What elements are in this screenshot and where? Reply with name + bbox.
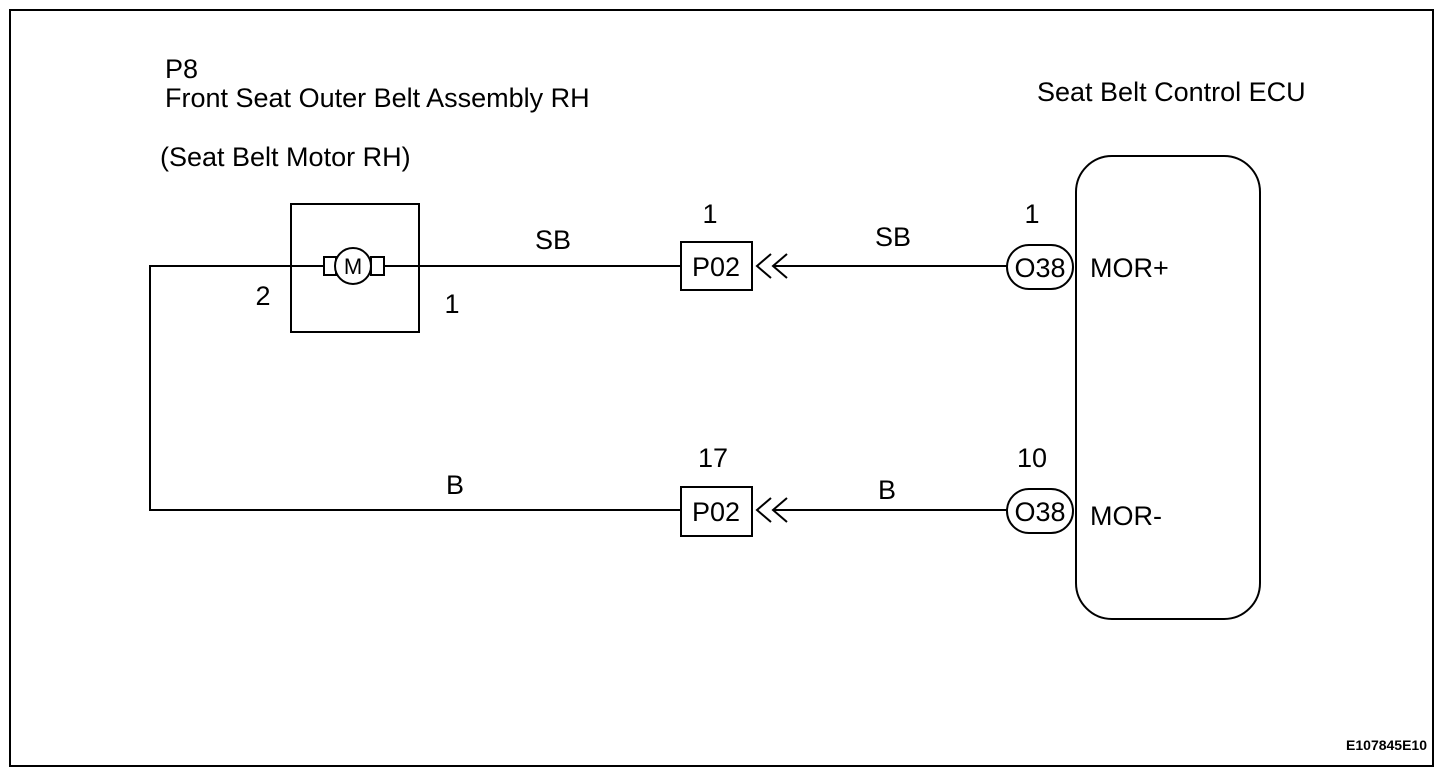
motor-box bbox=[290, 203, 420, 333]
chevron-1 bbox=[755, 497, 772, 523]
double-chevron-icon bbox=[755, 253, 788, 279]
diagram-frame bbox=[9, 9, 1434, 767]
junction-pin-number: 1 bbox=[702, 199, 717, 229]
wire-mor-minus bbox=[149, 265, 1007, 511]
ecu-connector-pill bbox=[1006, 244, 1074, 290]
seat-belt-control-ecu: 1 O38 MOR+ 10 O38 MOR- bbox=[1006, 155, 1261, 620]
ecu-terminal-name: MOR+ bbox=[1090, 253, 1169, 283]
junction-connector-top: 1 P02 bbox=[680, 199, 788, 291]
ecu-connector-code: O38 bbox=[1014, 497, 1065, 527]
chevron-1 bbox=[755, 253, 772, 279]
wire-color-label: SB bbox=[535, 225, 571, 255]
ecu-pin-number: 10 bbox=[1017, 443, 1047, 473]
ecu-connector-pill bbox=[1006, 488, 1074, 534]
ecu-terminal-name: MOR- bbox=[1090, 501, 1162, 531]
chevron-2 bbox=[771, 497, 788, 523]
motor-icon: M bbox=[323, 247, 385, 285]
ecu-terminal-mor-plus: 1 O38 MOR+ bbox=[1006, 199, 1169, 290]
motor-assembly-name: Front Seat Outer Belt Assembly RH bbox=[165, 83, 590, 113]
motor-pin-2: 2 bbox=[255, 281, 270, 311]
seat-belt-motor: M 2 1 bbox=[255, 203, 460, 333]
ecu-pin-number: 1 bbox=[1024, 199, 1039, 229]
junction-connector-code: P02 bbox=[692, 252, 740, 282]
motor-pin-1: 1 bbox=[444, 289, 459, 319]
junction-connector-bottom: 17 P02 bbox=[680, 443, 788, 537]
motor-subname: (Seat Belt Motor RH) bbox=[160, 142, 411, 172]
motor-symbol: M bbox=[344, 254, 362, 279]
figure-id: E107845E10 bbox=[1346, 737, 1427, 753]
chevron-2 bbox=[771, 253, 788, 279]
wire-color-label: SB bbox=[875, 222, 911, 252]
motor-circle bbox=[334, 247, 372, 285]
double-chevron-icon bbox=[755, 497, 788, 523]
ecu-terminal-mor-minus: 10 O38 MOR- bbox=[1006, 443, 1162, 534]
motor-connector-code: P8 bbox=[165, 54, 198, 84]
motor-terminal-right bbox=[370, 256, 385, 276]
junction-pin-number: 17 bbox=[698, 443, 728, 473]
wire-color-label: B bbox=[878, 475, 896, 505]
junction-connector-code: P02 bbox=[692, 497, 740, 527]
ecu-title: Seat Belt Control ECU bbox=[1037, 77, 1306, 107]
ecu-connector-code: O38 bbox=[1014, 253, 1065, 283]
ecu-box bbox=[1075, 155, 1261, 620]
wire-color-label: B bbox=[446, 470, 464, 500]
junction-box bbox=[680, 241, 753, 291]
junction-box bbox=[680, 486, 753, 537]
